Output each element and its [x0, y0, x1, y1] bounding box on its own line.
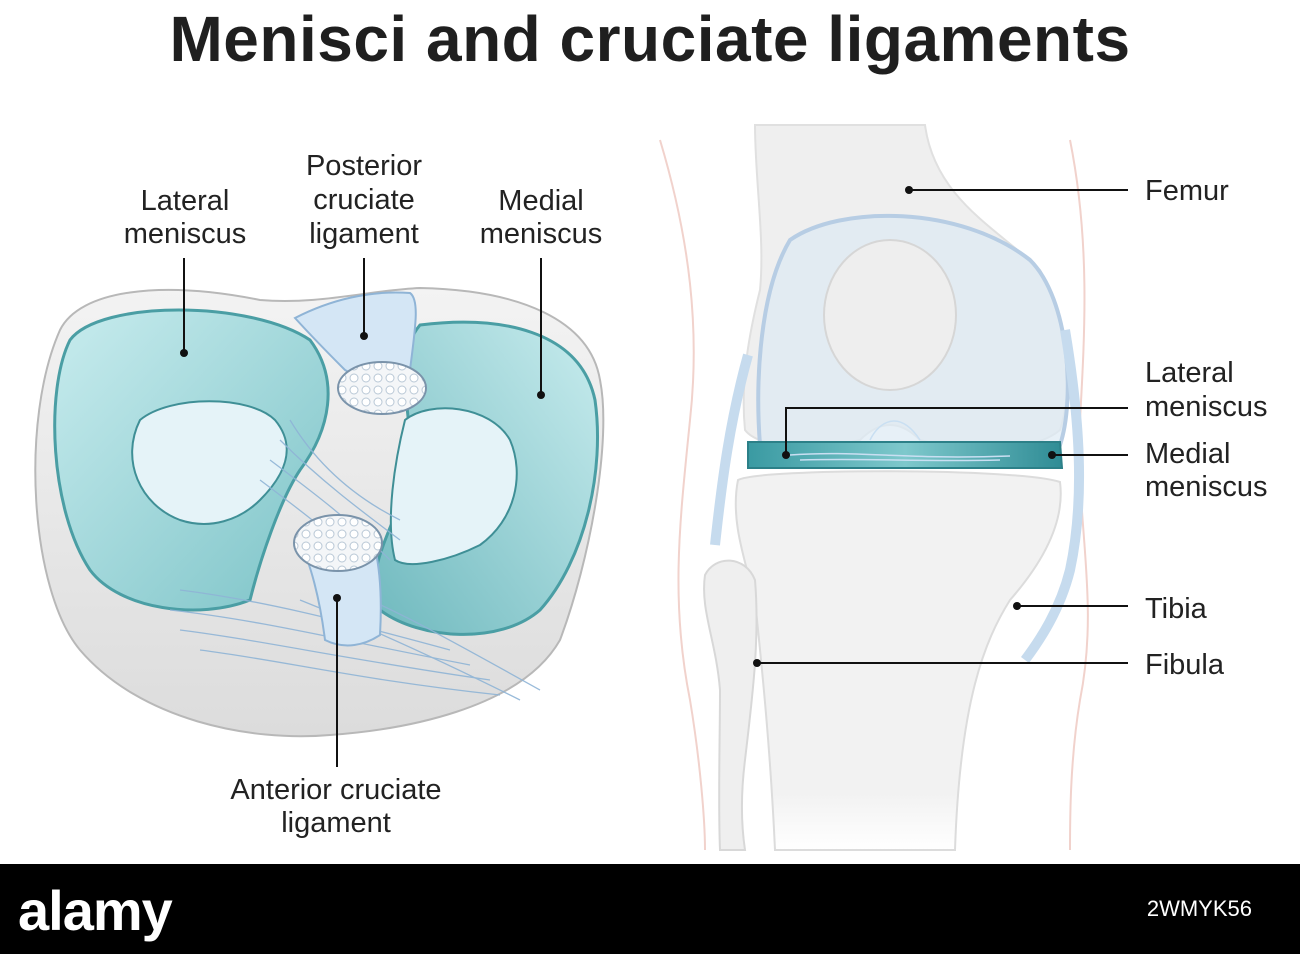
label-tibia: Tibia: [1013, 593, 1208, 625]
medial-collateral-ligament: [1020, 329, 1085, 663]
leader-dot: [333, 594, 341, 602]
label-text: ligament: [309, 218, 419, 250]
label-text: cruciate: [313, 184, 415, 216]
patella-bone: [823, 239, 957, 391]
leader-dot: [180, 349, 188, 357]
label-text: Medial: [498, 185, 583, 217]
lateral-collateral-ligament: [710, 353, 753, 546]
skin-outline: [1069, 139, 1089, 851]
leader-dot: [782, 451, 790, 459]
diagram-title: Menisci and cruciate ligaments: [169, 3, 1131, 75]
label-femur: Femur: [905, 175, 1229, 207]
meniscus-fibers: [789, 420, 1011, 462]
image-id: 2WMYK56: [1146, 896, 1252, 921]
skin-outline: [659, 139, 706, 851]
label-anterior-cruciate-ligament: Anterior cruciate ligament: [230, 594, 442, 839]
label-medial-meniscus-right: Medial meniscus: [1048, 438, 1268, 503]
anatomy-illustration: Lateral meniscus Posterior cruciate liga…: [34, 124, 1268, 851]
menisci-ring: [747, 441, 1064, 469]
label-text: Posterior: [306, 150, 422, 182]
label-lateral-meniscus-right: Lateral meniscus: [782, 357, 1268, 459]
leader-line: [785, 407, 1128, 455]
label-text: Tibia: [1145, 593, 1208, 625]
lateral-meniscus-inner: [131, 400, 288, 525]
leader-dot: [360, 332, 368, 340]
anterior-cruciate-ligament-shape: [298, 543, 382, 647]
label-text: Anterior cruciate: [230, 774, 441, 806]
leader-dot: [537, 391, 545, 399]
label-text: meniscus: [1145, 391, 1268, 423]
watermark-footer: [0, 864, 1300, 954]
tibia-bone: [734, 470, 1062, 851]
fibula-bone: [703, 559, 758, 851]
label-text: Lateral: [141, 185, 230, 217]
pcl-cross-section: [337, 361, 427, 415]
label-text: meniscus: [480, 218, 603, 250]
label-fibula: Fibula: [753, 649, 1225, 681]
label-text: meniscus: [124, 218, 247, 250]
label-medial-meniscus-left: Medial meniscus: [480, 185, 603, 399]
label-text: Lateral: [1145, 357, 1234, 389]
label-text: Medial: [1145, 438, 1230, 470]
label-text: ligament: [281, 807, 391, 839]
tibial-plateau-view: [34, 286, 605, 738]
label-text: meniscus: [1145, 471, 1268, 503]
label-posterior-cruciate-ligament: Posterior cruciate ligament: [306, 150, 422, 340]
label-text: Fibula: [1145, 649, 1225, 681]
label-lateral-meniscus-left: Lateral meniscus: [124, 185, 247, 357]
label-text: Femur: [1145, 175, 1229, 207]
knee-front-view: [659, 124, 1089, 851]
brand-logo: alamy: [18, 879, 173, 942]
acl-cross-section: [293, 514, 383, 572]
